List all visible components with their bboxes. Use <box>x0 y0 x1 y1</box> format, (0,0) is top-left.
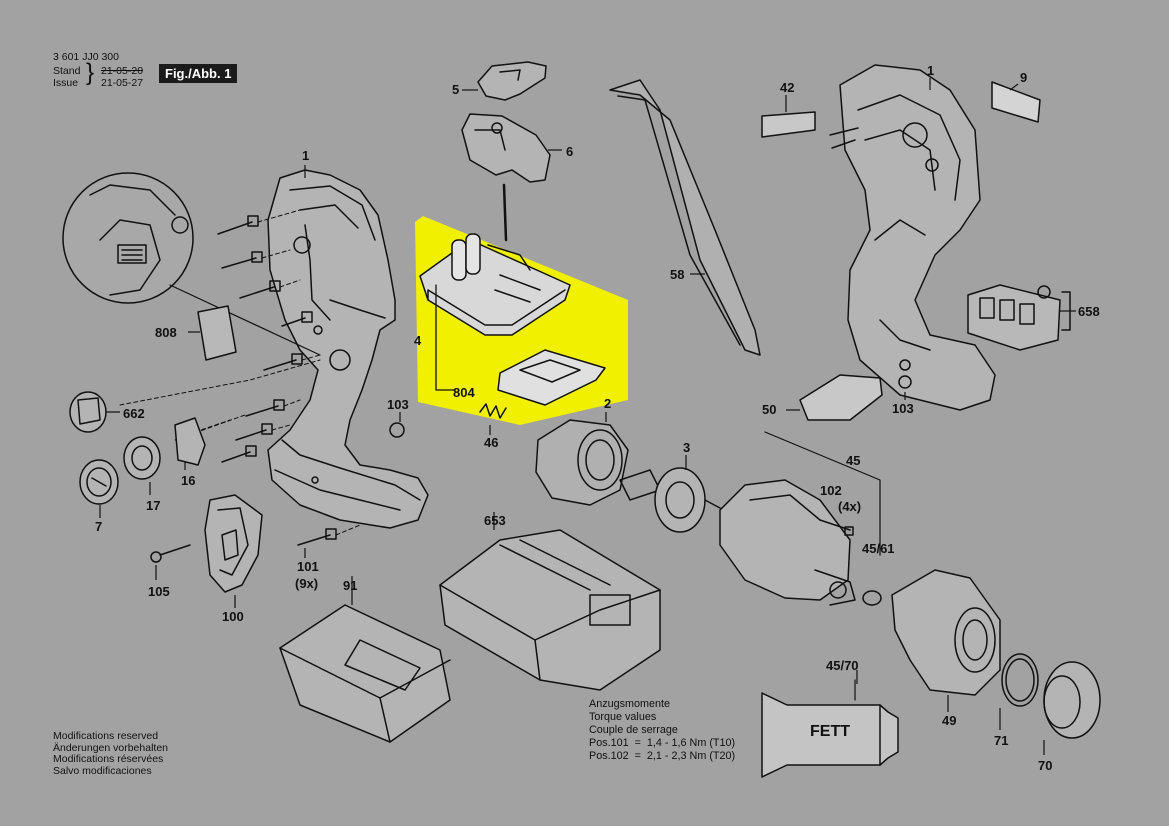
label-p102-qty: (4x) <box>838 499 861 514</box>
label-p653: 653 <box>484 513 506 528</box>
stand-date: 21-05-20 <box>101 65 144 77</box>
mod-line: Modifications reserved <box>53 730 159 742</box>
label-p45-61: 45/61 <box>862 541 895 556</box>
issue-label: Issue <box>53 77 79 89</box>
label-p42: 42 <box>780 80 794 95</box>
label-p16: 16 <box>181 473 195 488</box>
housing-screws <box>217 215 337 546</box>
label-p45-70: 45/70 <box>826 658 859 673</box>
charger-91 <box>279 604 451 743</box>
plate-804 <box>497 349 606 406</box>
label-p1-left: 1 <box>302 148 309 163</box>
label-p5: 5 <box>452 82 459 97</box>
issue-date: 21-05-27 <box>101 77 144 89</box>
label-p49: 49 <box>942 713 956 728</box>
label-p70: 70 <box>1038 758 1052 773</box>
motor-rotor-3 <box>619 467 721 533</box>
torque-line: Torque values <box>589 711 657 723</box>
label-p2: 2 <box>604 396 611 411</box>
label-p804: 804 <box>453 385 475 400</box>
pcb-module <box>419 233 571 336</box>
label-p662: 662 <box>123 406 145 421</box>
nut-103-left <box>389 422 405 438</box>
torque-line: Pos.102 = 2,1 - 2,3 Nm (T20) <box>589 750 736 762</box>
gear-housing-45 <box>719 479 856 606</box>
label-p6: 6 <box>566 144 573 159</box>
torque-values-note: Anzugsmomente Torque values Couple de se… <box>589 698 735 763</box>
strap-58 <box>609 79 761 356</box>
left-housing-shell <box>267 169 429 529</box>
label-p102: 102 <box>820 483 842 498</box>
switch-parts <box>461 61 551 242</box>
battery-latch-parts <box>69 391 206 505</box>
label-9 <box>991 81 1041 123</box>
label-p1-right: 1 <box>927 63 934 78</box>
label-p100: 100 <box>222 609 244 624</box>
o-ring-45-61 <box>862 590 882 606</box>
nut-103-right <box>898 375 912 389</box>
button-50 <box>799 374 883 421</box>
detail-magnifier <box>62 172 321 356</box>
torque-line: Anzugsmomente <box>589 698 671 710</box>
torque-line: Couple de serrage <box>589 724 678 736</box>
clip-658 <box>967 284 1071 351</box>
torque-line: Pos.101 = 1,4 - 1,6 Nm (T10) <box>589 737 736 749</box>
figure-label: Fig./Abb. 1 <box>159 64 238 83</box>
label-p103-right: 103 <box>892 401 914 416</box>
label-p71: 71 <box>994 733 1008 748</box>
grease-tube <box>761 692 899 778</box>
label-42 <box>761 111 816 138</box>
label-p7: 7 <box>95 519 102 534</box>
belt-clip <box>150 494 263 593</box>
label-p658: 658 <box>1078 304 1100 319</box>
grease-label: FETT <box>810 723 850 740</box>
label-p101: 101 <box>297 559 319 574</box>
bracket-4 <box>435 284 456 391</box>
label-p46: 46 <box>484 435 498 450</box>
mod-line: Salvo modificaciones <box>53 764 152 777</box>
label-p105: 105 <box>148 584 170 599</box>
modifications-note: Modifications reserved Änderungen vorbeh… <box>53 730 169 777</box>
label-p103-left: 103 <box>387 397 409 412</box>
stand-label: Stand <box>53 65 81 77</box>
label-pad-808 <box>197 305 237 361</box>
label-p50: 50 <box>762 402 776 417</box>
brace-icon: } <box>86 59 95 86</box>
document-number: 3 601 JJ0 300 <box>53 51 119 63</box>
label-p9: 9 <box>1020 70 1027 85</box>
label-p101-qty: (9x) <box>295 576 318 591</box>
spring-46 <box>479 403 507 419</box>
mod-line: Änderungen vorbehalten <box>53 741 169 754</box>
right-housing-shell <box>829 64 996 411</box>
battery-pack-653 <box>439 529 661 691</box>
ring-71 <box>1001 653 1039 707</box>
mod-line: Modifications réservées <box>53 753 164 765</box>
cap-70 <box>1043 661 1101 739</box>
label-p4: 4 <box>414 333 422 348</box>
label-p58: 58 <box>670 267 684 282</box>
label-p808: 808 <box>155 325 177 340</box>
label-p17: 17 <box>146 498 160 513</box>
label-p45: 45 <box>846 453 860 468</box>
front-housing-49 <box>891 569 1001 696</box>
label-p91: 91 <box>343 578 357 593</box>
label-p3: 3 <box>683 440 690 455</box>
bracket-45 <box>764 431 881 556</box>
motor-stator-2 <box>535 419 629 506</box>
